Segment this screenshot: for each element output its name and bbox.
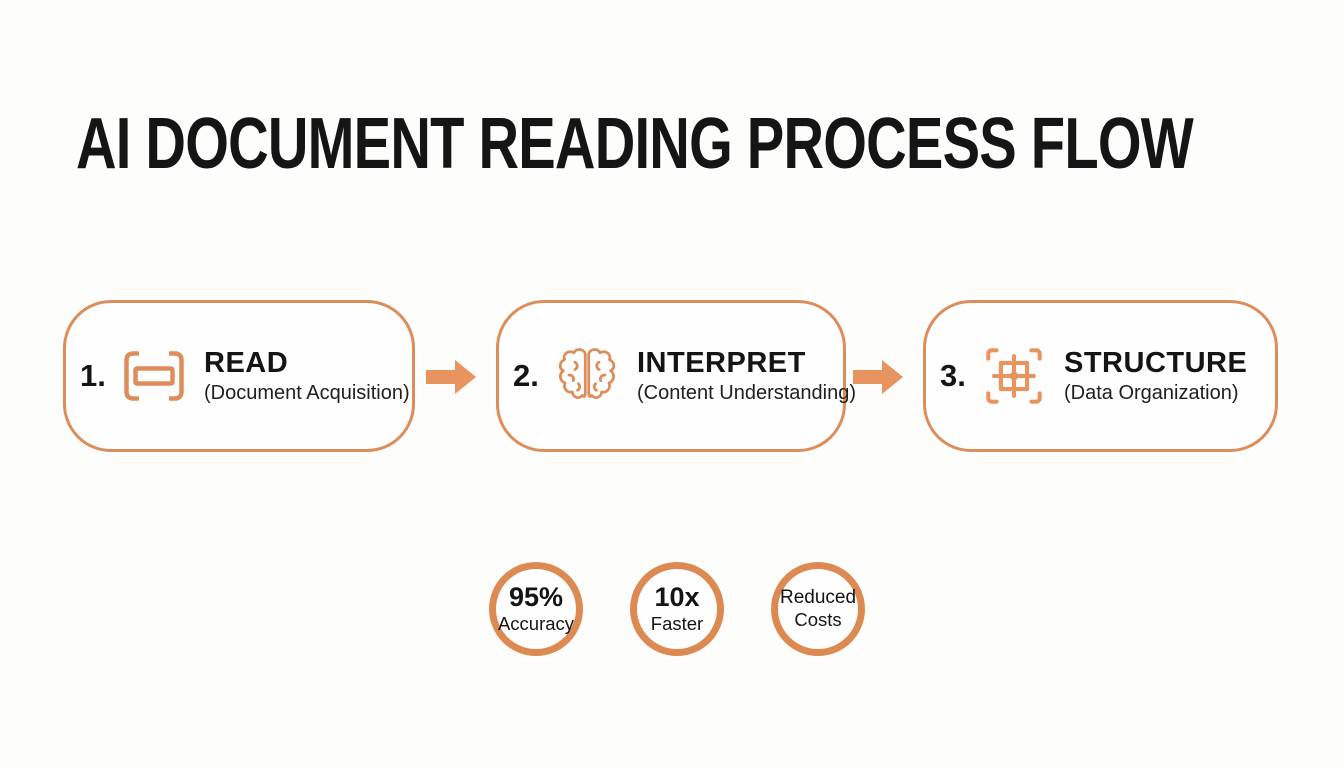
arrow-right-icon (426, 358, 478, 396)
step-text: READ (Document Acquisition) (204, 347, 410, 405)
badge-faster: 10x Faster (630, 562, 724, 656)
badge-label: Accuracy (497, 613, 575, 635)
badge-label: Faster (650, 613, 704, 635)
badge-label: Costs (794, 608, 842, 630)
step-box-read: 1. READ (Document Acquisition) (63, 300, 415, 452)
step-text: STRUCTURE (Data Organization) (1064, 347, 1247, 405)
step-number: 3. (940, 358, 966, 393)
step-sublabel: (Document Acquisition) (204, 382, 410, 404)
page-title: AI DOCUMENT READING PROCESS FLOW (76, 104, 1194, 184)
step-label: STRUCTURE (1064, 347, 1248, 379)
step-sublabel: (Data Organization) (1064, 382, 1239, 404)
step-box-structure: 3. STRUCTURE (Data Organization) (923, 300, 1278, 452)
step-number: 1. (80, 358, 106, 393)
structure-grid-icon (980, 342, 1048, 410)
step-label: READ (204, 347, 289, 379)
step-label: INTERPRET (637, 347, 806, 379)
badge-reduced-costs: Reduced Costs (771, 562, 865, 656)
arrow-right-icon (853, 358, 905, 396)
step-number: 2. (513, 358, 539, 393)
badge-value: Reduced (779, 586, 857, 608)
badge-accuracy: 95% Accuracy (489, 562, 583, 656)
badge-value: 95% (508, 582, 564, 613)
badge-value: 10x (654, 582, 700, 613)
scan-document-icon (120, 342, 188, 410)
brain-icon (553, 342, 621, 410)
step-text: INTERPRET (Content Understanding) (637, 347, 856, 405)
step-sublabel: (Content Understanding) (637, 382, 857, 404)
step-box-interpret: 2. INTERPRET (Content Understanding (496, 300, 856, 452)
